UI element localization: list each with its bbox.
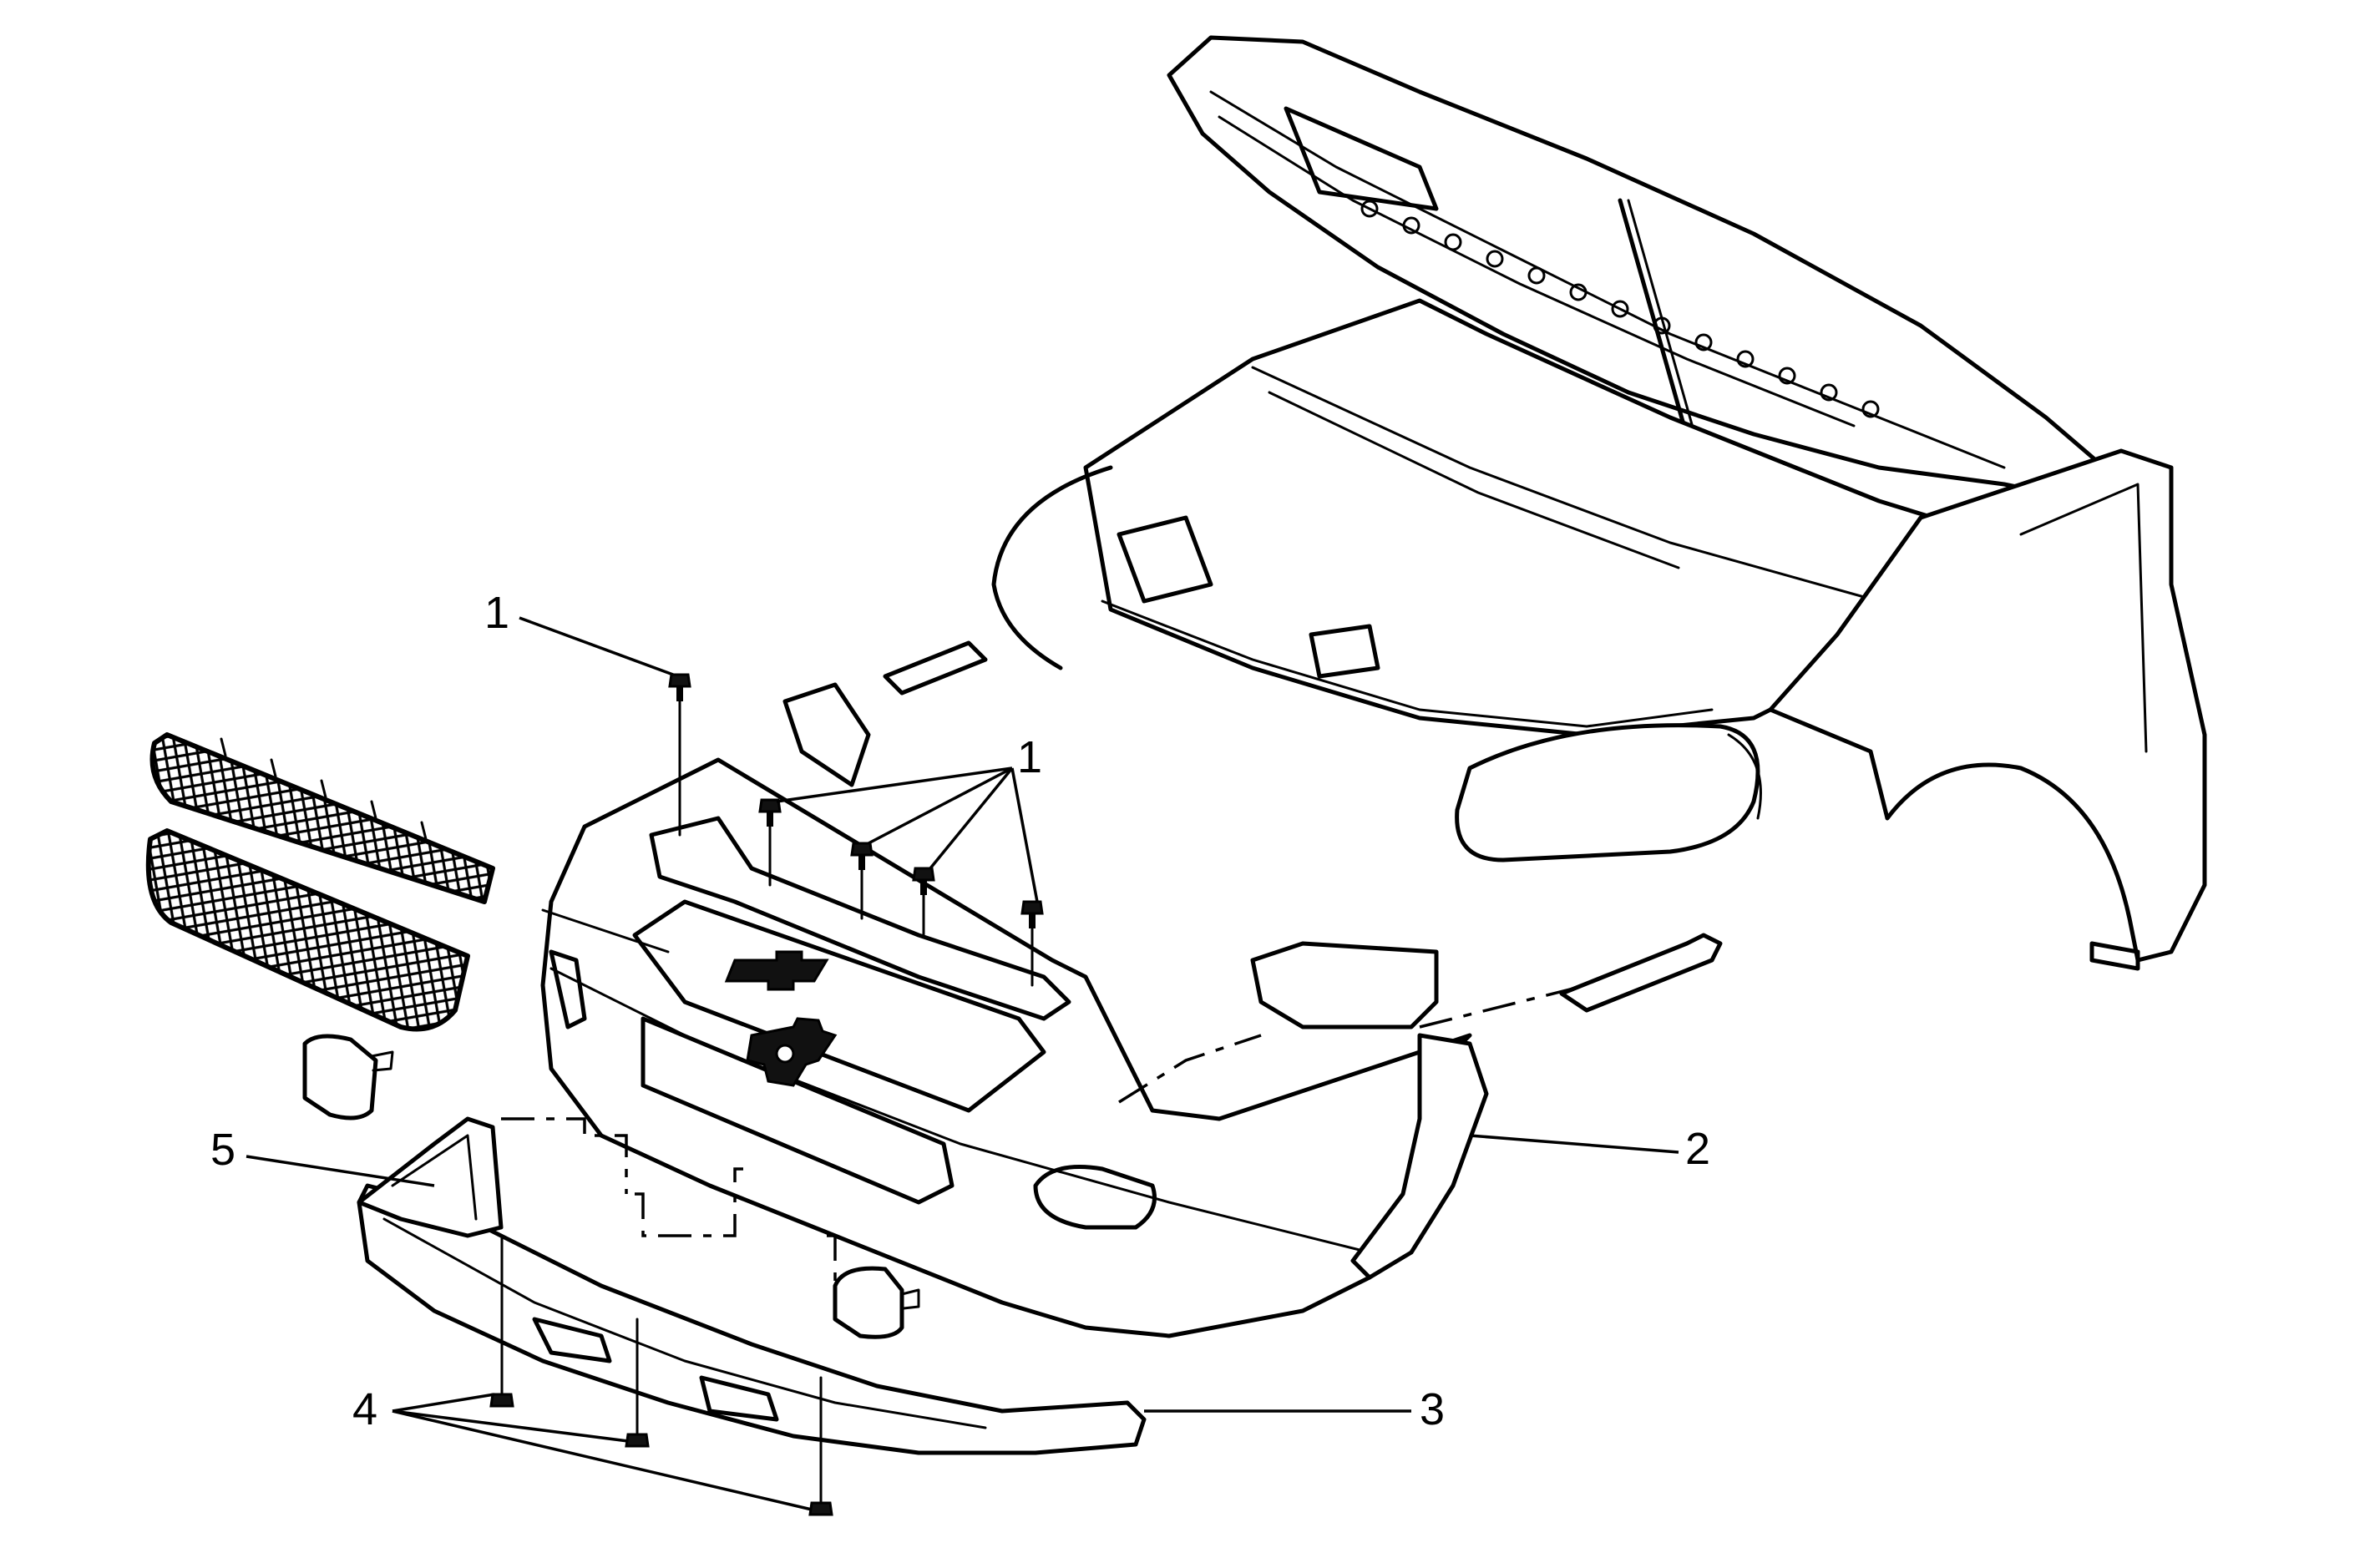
leader-lines: [246, 616, 1679, 1511]
lower-grille: [145, 828, 470, 1032]
callout-labels: 1 1 2 3 4 5: [210, 588, 1710, 1434]
fasteners-bolts: [489, 673, 1044, 1516]
bowtie-emblem-upper: [724, 950, 829, 991]
fog-lamp-left: [302, 1034, 394, 1120]
fastener-axis-lines: [500, 700, 1034, 1503]
phantom-alignment-lines: [501, 984, 1588, 1286]
upper-grille: [149, 732, 495, 904]
callout-3: 3: [1420, 1384, 1445, 1434]
fog-lamp-right: [833, 1266, 920, 1339]
callout-5: 5: [210, 1125, 235, 1175]
vehicle-front-body: [782, 35, 2207, 971]
callout-1-right: 1: [1017, 732, 1042, 782]
front-bumper-fascia: [540, 757, 1489, 1338]
callout-4: 4: [352, 1384, 377, 1434]
callout-1-left: 1: [484, 588, 509, 638]
fascia-side-bracket: [1250, 933, 1723, 1029]
air-deflector-support: [357, 1116, 504, 1238]
callout-2: 2: [1685, 1124, 1710, 1174]
